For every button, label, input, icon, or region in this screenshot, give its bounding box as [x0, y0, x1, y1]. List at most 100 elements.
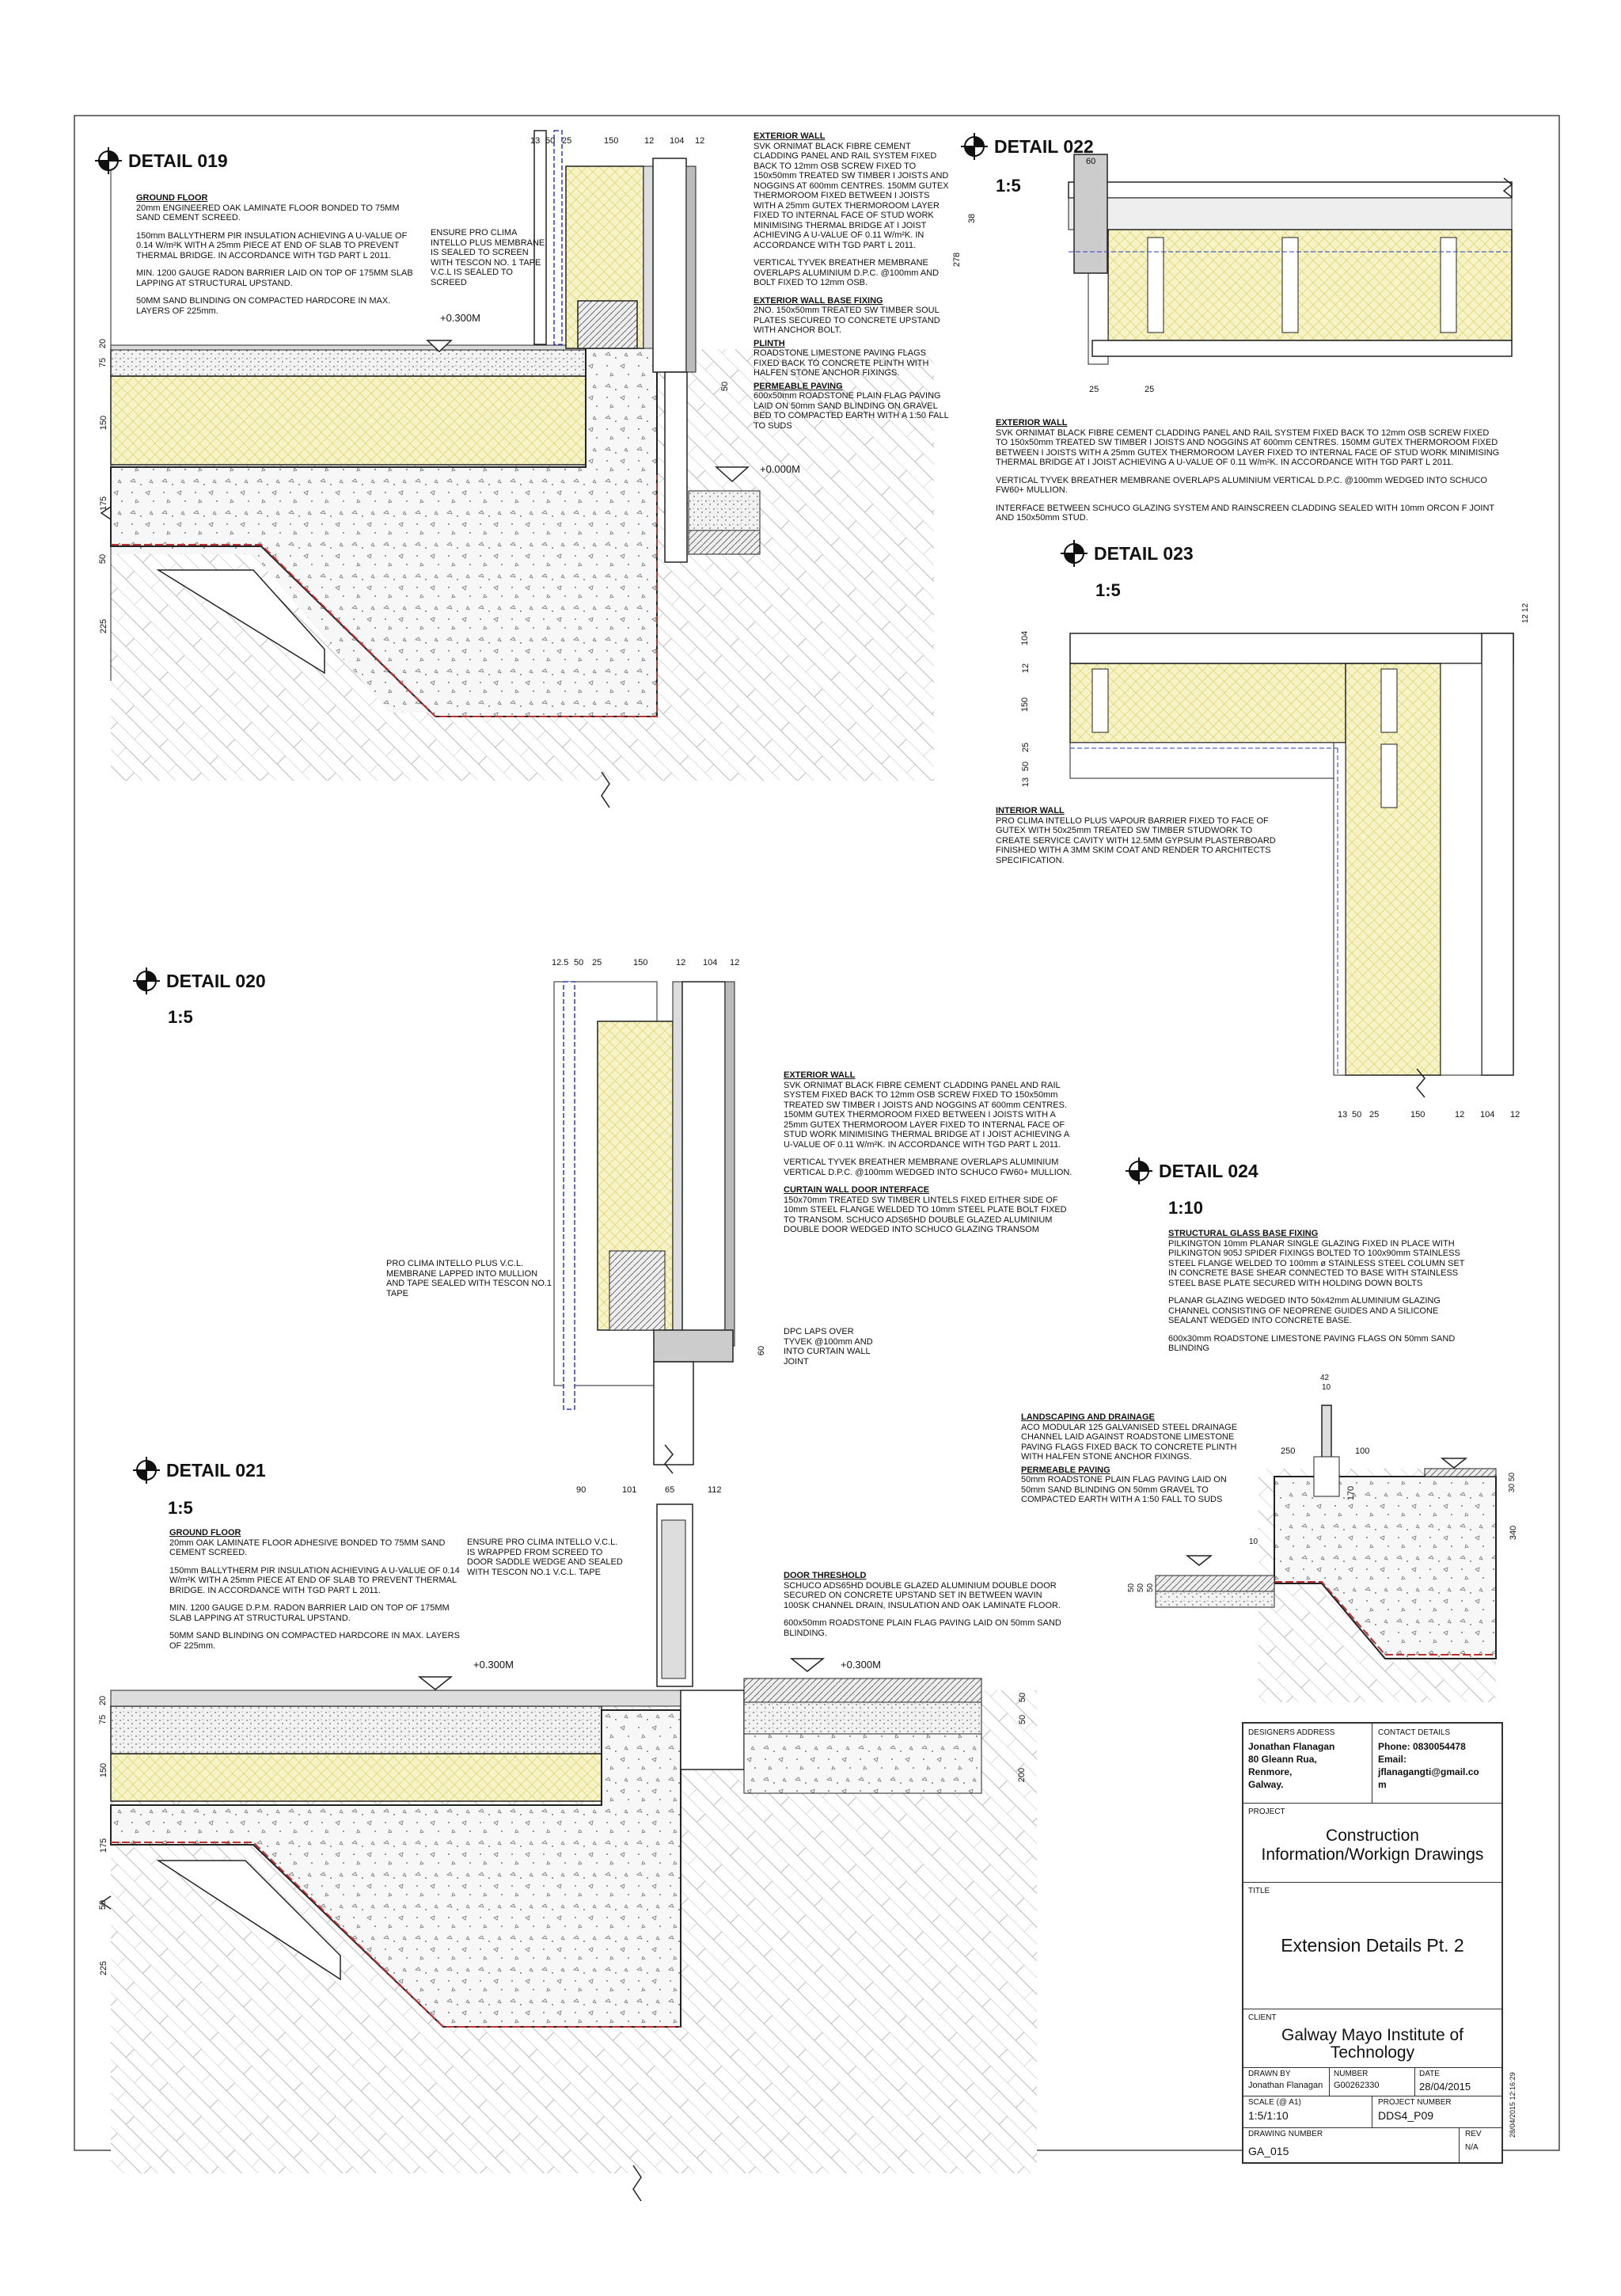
detail-024-drawing	[1155, 1405, 1497, 1702]
detail-019-title: DETAIL 019	[95, 147, 228, 174]
dim-label: 278	[952, 252, 962, 268]
d019-ensure-note: ENSURE PRO CLIMA INTELLO PLUS MEMBRANE I…	[431, 228, 545, 287]
note-heading: GROUND FLOOR	[169, 1528, 241, 1538]
dim-label: 13	[1338, 1110, 1348, 1119]
note-text: 20mm OAK LAMINATE FLOOR ADHESIVE BONDED …	[169, 1538, 446, 1558]
note-heading: GROUND FLOOR	[136, 193, 208, 203]
note-heading: EXTERIOR WALL	[784, 1070, 856, 1080]
note-heading: DOOR THRESHOLD	[784, 1571, 867, 1580]
tb-client-caption: CLIENT	[1248, 2013, 1277, 2022]
dim-label: 50	[1508, 1472, 1517, 1482]
dim-label: 104	[703, 958, 718, 967]
dim-label: 225	[99, 1960, 109, 1976]
note-text: SCHUCO ADS65HD DOUBLE GLAZED ALUMINIUM D…	[784, 1580, 1061, 1610]
tb-scale: 1:5/1:10	[1248, 2109, 1289, 2122]
dim-label: 150	[99, 415, 109, 431]
dim-label: 112	[708, 1485, 722, 1495]
dim-label: 12	[730, 958, 740, 967]
note-text: VERTICAL TYVEK BREATHER MEMBRANE OVERLAP…	[784, 1158, 1072, 1177]
detail-023-drawing	[1069, 633, 1514, 1098]
note-text: VERTICAL TYVEK BREATHER MEMBRANE OVERLAP…	[996, 475, 1487, 496]
note-text: PLANAR GLAZING WEDGED INTO 50x42mm ALUMI…	[1168, 1296, 1441, 1325]
d019-ground-floor-note: GROUND FLOOR 20mm ENGINEERED OAK LAMINAT…	[136, 193, 421, 324]
dim-label: 20	[98, 1695, 108, 1706]
tb-scale-row: SCALE (@ A1) 1:5/1:10 PROJECT NUMBER DDS…	[1243, 2096, 1501, 2128]
note-heading: INTERIOR WALL	[996, 806, 1065, 815]
dim-label: 38	[967, 213, 978, 224]
tb-scale-caption: SCALE (@ A1)	[1248, 2098, 1301, 2107]
dim-label: 104	[670, 136, 685, 146]
dim-label: 25	[1021, 742, 1031, 753]
detail-024-title: DETAIL 024	[1126, 1158, 1258, 1184]
tb-client-row: CLIENT Galway Mayo Institute of Technolo…	[1243, 2009, 1501, 2068]
tb-email-label: Email:	[1378, 1754, 1407, 1765]
tb-email-cont: m	[1378, 1779, 1387, 1790]
tb-title-row: TITLE Extension Details Pt. 2	[1243, 1882, 1501, 2009]
dim-label: 75	[98, 357, 108, 368]
dim-label: 90	[576, 1485, 587, 1495]
note-heading: EXTERIOR WALL	[754, 131, 826, 141]
detail-title-text: DETAIL 023	[1094, 542, 1194, 564]
tb-address-row: DESIGNERS ADDRESS Jonathan Flanagan 80 G…	[1243, 1724, 1501, 1804]
d024-glass-base-note: STRUCTURAL GLASS BASE FIXING PILKINGTON …	[1168, 1229, 1469, 1362]
d019-exterior-wall-note: EXTERIOR WALL SVK ORNIMAT BLACK FIBRE CE…	[754, 131, 950, 439]
dim-label: 12.5	[552, 958, 569, 967]
dim-label: 225	[99, 618, 109, 634]
note-text: 2NO. 150x50mm TREATED SW TIMBER SOUL PLA…	[754, 306, 940, 335]
note-text: 600x50mm ROADSTONE PLAIN FLAG PAVING LAI…	[754, 391, 949, 431]
level-ffl-label: +0.300M	[473, 1659, 514, 1671]
d020-exterior-wall-note: EXTERIOR WALL SVK ORNIMAT BLACK FIBRE CE…	[784, 1070, 1076, 1243]
dim-label: 25	[592, 958, 602, 967]
note-text: SVK ORNIMAT BLACK FIBRE CEMENT CLADDING …	[754, 141, 949, 250]
note-text: ACO MODULAR 125 GALVANISED STEEL DRAINAG…	[1021, 1422, 1238, 1462]
note-text: 20mm ENGINEERED OAK LAMINATE FLOOR BONDE…	[136, 203, 400, 223]
tb-drawn-caption: DRAWN BY	[1248, 2070, 1291, 2078]
note-heading: CURTAIN WALL DOOR INTERFACE	[784, 1185, 930, 1195]
note-text: MIN. 1200 GAUGE D.P.M. RADON BARRIER LAI…	[169, 1603, 450, 1623]
note-heading: PERMEABLE PAVING	[1021, 1465, 1110, 1475]
tb-address-line: 80 Gleann Rua,	[1248, 1754, 1317, 1765]
dim-label: 150	[1410, 1110, 1425, 1119]
tb-designer-name: Jonathan Flanagan	[1248, 1741, 1335, 1752]
tb-drawn-by: Jonathan Flanagan	[1248, 2081, 1323, 2090]
note-heading: EXTERIOR WALL	[996, 418, 1068, 428]
note-text: 150mm BALLYTHERM PIR INSULATION ACHIEVIN…	[136, 230, 408, 260]
tb-drawing-number: GA_015	[1248, 2145, 1289, 2157]
note-text: 600x50mm ROADSTONE PLAIN FLAG PAVING LAI…	[784, 1618, 1061, 1638]
dim-label: 50	[1352, 1110, 1362, 1119]
detail-title-text: DETAIL 019	[128, 150, 228, 171]
dim-label: 340	[1509, 1525, 1519, 1541]
detail-title-text: DETAIL 022	[994, 135, 1094, 157]
note-text: 50MM SAND BLINDING ON COMPACTED HARDCORE…	[169, 1631, 460, 1651]
title-block: DESIGNERS ADDRESS Jonathan Flanagan 80 G…	[1242, 1722, 1503, 2164]
note-heading: STRUCTURAL GLASS BASE FIXING	[1168, 1229, 1319, 1238]
dim-label: 50	[1146, 1583, 1156, 1593]
tb-number: G00262330	[1334, 2081, 1380, 2090]
d020-vcl-note: PRO CLIMA INTELLO PLUS V.C.L. MEMBRANE L…	[386, 1259, 552, 1298]
tb-phone: Phone: 0830054478	[1378, 1741, 1466, 1752]
tb-project-caption: PROJECT	[1248, 1808, 1285, 1816]
dim-label: 42	[1320, 1374, 1330, 1382]
dim-label: 101	[622, 1485, 637, 1495]
dim-label: 170	[1346, 1485, 1357, 1501]
detail-021-scale: 1:5	[168, 1498, 193, 1518]
detail-marker-icon	[133, 967, 160, 994]
note-text: MIN. 1200 GAUGE RADON BARRIER LAID ON TO…	[136, 268, 413, 288]
level-ground-label: +0.000M	[760, 463, 800, 475]
detail-marker-icon	[1126, 1158, 1152, 1184]
detail-title-text: DETAIL 024	[1159, 1160, 1258, 1181]
plot-timestamp: 28/04/2015 12:16:29	[1509, 2072, 1517, 2138]
note-text: 150mm BALLYTHERM PIR INSULATION ACHIEVIN…	[169, 1565, 460, 1595]
tb-email: jflanagangti@gmail.co	[1378, 1766, 1479, 1777]
dim-label: 200	[1017, 1767, 1027, 1783]
dim-label: 150	[99, 1762, 109, 1778]
detail-marker-icon	[95, 147, 122, 174]
detail-021-drawing	[100, 1503, 1037, 2202]
dim-label: 175	[99, 496, 109, 511]
note-heading: LANDSCAPING AND DRAINAGE	[1021, 1412, 1155, 1422]
detail-021-title: DETAIL 021	[133, 1457, 266, 1484]
dim-label: 60	[1086, 157, 1096, 166]
dim-label: 12	[676, 958, 686, 967]
detail-title-text: DETAIL 020	[166, 970, 266, 991]
tb-project-line: Information/Workign Drawings	[1261, 1846, 1484, 1864]
